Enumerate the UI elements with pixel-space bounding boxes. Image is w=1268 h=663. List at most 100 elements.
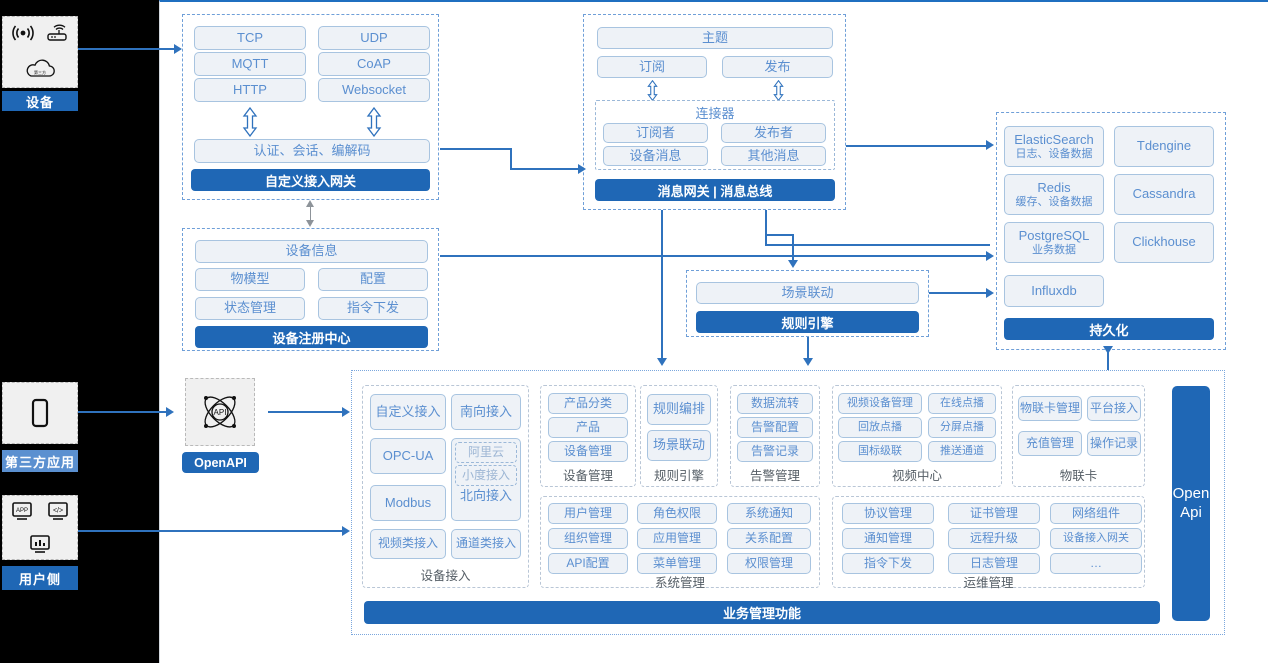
- store-clickhouse[interactable]: Clickhouse: [1114, 222, 1214, 263]
- store-postgresql[interactable]: PostgreSQL 业务数据: [1004, 222, 1104, 263]
- third-party-icon-box: [2, 382, 78, 444]
- connector-publisher[interactable]: 发布者: [721, 123, 826, 143]
- gateway-middle-item[interactable]: 认证、会话、编解码: [194, 139, 430, 163]
- sys-notification[interactable]: 系统通知: [727, 503, 811, 524]
- rule-scene[interactable]: 场景联动: [647, 430, 711, 461]
- ops-cert-mgmt[interactable]: 证书管理: [948, 503, 1040, 524]
- access-modbus[interactable]: Modbus: [370, 485, 446, 521]
- connector-device-msg[interactable]: 设备消息: [603, 146, 708, 166]
- ops-command-send[interactable]: 指令下发: [842, 553, 934, 574]
- ops-remote-upgrade[interactable]: 远程升级: [948, 528, 1040, 549]
- iot-recharge-mgmt[interactable]: 充值管理: [1018, 431, 1082, 456]
- connector-other-msg[interactable]: 其他消息: [721, 146, 826, 166]
- video-push-channel[interactable]: 推送通道: [928, 441, 996, 462]
- access-video[interactable]: 视频类接入: [370, 529, 446, 559]
- sys-user-mgmt[interactable]: 用户管理: [548, 503, 628, 524]
- registry-state-mgmt[interactable]: 状态管理: [195, 297, 305, 320]
- sys-org-mgmt[interactable]: 组织管理: [548, 528, 628, 549]
- registry-thing-model[interactable]: 物模型: [195, 268, 305, 291]
- video-playback[interactable]: 回放点播: [838, 417, 922, 438]
- store-name: ElasticSearch: [1014, 132, 1094, 148]
- access-custom[interactable]: 自定义接入: [370, 394, 446, 430]
- rule-orchestration[interactable]: 规则编排: [647, 394, 711, 425]
- arrow-bus-to-rule: [788, 260, 798, 268]
- device-access-group: [362, 385, 529, 588]
- line-bus-to-business-1: [661, 210, 663, 360]
- openapi-icon-box: API: [185, 378, 255, 446]
- iot-card-mgmt[interactable]: 物联卡管理: [1018, 396, 1082, 421]
- ops-notice-mgmt[interactable]: 通知管理: [842, 528, 934, 549]
- message-topic[interactable]: 主题: [597, 27, 833, 49]
- store-cassandra[interactable]: Cassandra: [1114, 174, 1214, 215]
- alarm-data-flow[interactable]: 数据流转: [737, 393, 813, 414]
- ops-protocol-mgmt[interactable]: 协议管理: [842, 503, 934, 524]
- updown-arrow-icon-left: [238, 106, 262, 138]
- message-publish[interactable]: 发布: [722, 56, 833, 78]
- video-split-play[interactable]: 分屏点播: [928, 417, 996, 438]
- registry-command-send[interactable]: 指令下发: [318, 297, 428, 320]
- arrow-bus-to-persistence: [986, 140, 994, 150]
- ops-more[interactable]: …: [1050, 553, 1142, 574]
- store-tdengine[interactable]: Tdengine: [1114, 126, 1214, 167]
- sys-relation-cfg[interactable]: 关系配置: [727, 528, 811, 549]
- devmgmt-device-mgmt[interactable]: 设备管理: [548, 441, 628, 462]
- connector-subscriber[interactable]: 订阅者: [603, 123, 708, 143]
- store-name: PostgreSQL: [1018, 228, 1090, 244]
- svg-text:第三方: 第三方: [34, 69, 46, 75]
- devmgmt-product-category[interactable]: 产品分类: [548, 393, 628, 414]
- protocol-websocket[interactable]: Websocket: [318, 78, 430, 102]
- store-influxdb[interactable]: Influxdb: [1004, 275, 1104, 307]
- device-icon-box: 第三方: [2, 16, 78, 88]
- arrow-gateway-to-bus: [578, 164, 586, 174]
- store-sub: 日志、设备数据: [1015, 147, 1093, 160]
- video-gb-cascade[interactable]: 国标级联: [838, 441, 922, 462]
- system-mgmt-group: [540, 496, 820, 588]
- updown-arrow-icon-publish: [767, 79, 789, 101]
- protocol-coap[interactable]: CoAP: [318, 52, 430, 76]
- access-north[interactable]: 阿里云 小度接入 北向接入: [451, 438, 521, 521]
- access-opcua[interactable]: OPC-UA: [370, 438, 446, 474]
- video-device-mgmt[interactable]: 视频设备管理: [838, 393, 922, 414]
- arrow-rule-to-business: [803, 358, 813, 366]
- alarm-config[interactable]: 告警配置: [737, 417, 813, 438]
- rule-panel: [686, 270, 929, 337]
- ops-mgmt-group: [832, 496, 1145, 588]
- persistence-bar: 持久化: [1004, 318, 1214, 340]
- registry-config[interactable]: 配置: [318, 268, 428, 291]
- signal-waves-icon: [6, 24, 40, 41]
- access-channel[interactable]: 通道类接入: [451, 529, 521, 559]
- message-subscribe[interactable]: 订阅: [597, 56, 707, 78]
- sys-app-mgmt[interactable]: 应用管理: [637, 528, 717, 549]
- video-online-play[interactable]: 在线点播: [928, 393, 996, 414]
- line-gateway-to-bus-2: [510, 148, 512, 169]
- access-aliyun[interactable]: 阿里云: [455, 442, 517, 463]
- sys-menu-mgmt[interactable]: 菜单管理: [637, 553, 717, 574]
- arrow-registry-down: [306, 220, 314, 227]
- protocol-mqtt[interactable]: MQTT: [194, 52, 306, 76]
- ops-device-gateway[interactable]: 设备接入网关: [1050, 528, 1142, 549]
- registry-device-info[interactable]: 设备信息: [195, 240, 428, 263]
- sys-api-config[interactable]: API配置: [548, 553, 628, 574]
- sys-role-perm[interactable]: 角色权限: [637, 503, 717, 524]
- devmgmt-product[interactable]: 产品: [548, 417, 628, 438]
- iot-card-group: [1012, 385, 1145, 487]
- protocol-tcp[interactable]: TCP: [194, 26, 306, 50]
- rule-scene-linkage[interactable]: 场景联动: [696, 282, 919, 304]
- protocol-udp[interactable]: UDP: [318, 26, 430, 50]
- ops-log-mgmt[interactable]: 日志管理: [948, 553, 1040, 574]
- ops-network-comp[interactable]: 网络组件: [1050, 503, 1142, 524]
- access-south[interactable]: 南向接入: [451, 394, 521, 430]
- sys-perm-mgmt[interactable]: 权限管理: [727, 553, 811, 574]
- access-xiaodu[interactable]: 小度接入: [455, 465, 517, 486]
- store-redis[interactable]: Redis 缓存、设备数据: [1004, 174, 1104, 215]
- iot-platform-access[interactable]: 平台接入: [1087, 396, 1141, 421]
- alarm-record[interactable]: 告警记录: [737, 441, 813, 462]
- line-bus-to-persistence-2: [765, 244, 990, 246]
- openapi-label: OpenAPI: [182, 452, 259, 473]
- iot-operation-log[interactable]: 操作记录: [1087, 431, 1141, 456]
- connector-title: 连接器: [695, 105, 735, 121]
- protocol-http[interactable]: HTTP: [194, 78, 306, 102]
- store-elasticsearch[interactable]: ElasticSearch 日志、设备数据: [1004, 126, 1104, 167]
- rule-engine-group: [640, 385, 718, 487]
